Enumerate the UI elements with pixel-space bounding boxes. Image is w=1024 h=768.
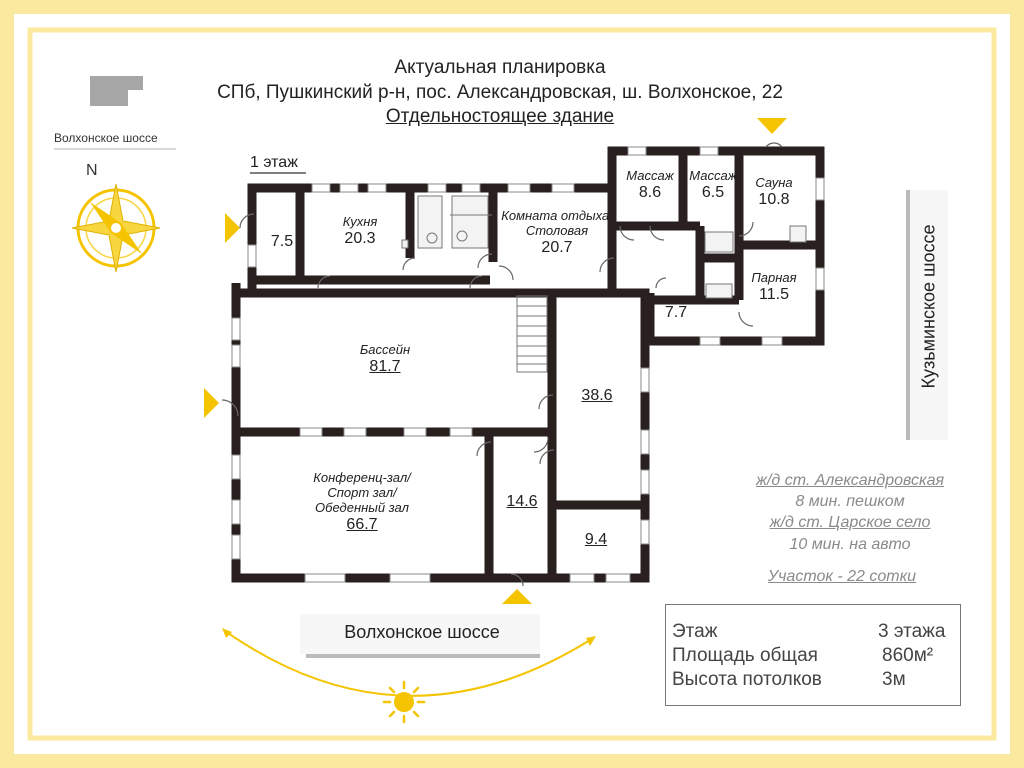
room-massage-1: Массаж 8.6 xyxy=(618,168,682,203)
room-kitchen: Кухня 20.3 xyxy=(320,214,400,249)
room-7-7: 7.7 xyxy=(656,303,696,323)
room-14-6: 14.6 xyxy=(497,492,547,512)
windows xyxy=(231,146,825,583)
entrance-arrow-west-top xyxy=(225,213,240,243)
spec-value: 860м² xyxy=(882,645,934,666)
sun-path-arrow-right xyxy=(586,636,596,646)
header-address: СПб, Пушкинский р-н, пос. Александровска… xyxy=(217,82,783,103)
station-1: ж/д ст. Александровская xyxy=(755,472,945,489)
road-band-bottom xyxy=(300,614,540,654)
legend-road-label: Волхонское шоссе xyxy=(54,131,158,145)
room-area: 8.6 xyxy=(638,184,662,201)
room-name: Конференц-зал/ Спорт зал/ Обеденный зал xyxy=(313,470,411,515)
room-name: Массаж xyxy=(626,168,674,183)
road-label-right: Кузьминское шоссе xyxy=(918,224,939,389)
header-title: Актуальная планировка xyxy=(394,57,606,78)
entrance-arrow-south xyxy=(502,589,532,604)
room-conference: Конференц-зал/ Спорт зал/ Обеденный зал … xyxy=(292,470,432,535)
spec-value: 3м xyxy=(882,669,906,690)
room-pool: Бассейн 81.7 xyxy=(330,342,440,377)
room-area: 9.4 xyxy=(584,531,608,548)
header-building-type: Отдельностоящее здание xyxy=(385,106,615,127)
room-7-5: 7.5 xyxy=(262,232,302,252)
sun-icon xyxy=(382,680,426,724)
room-area: 81.7 xyxy=(369,358,401,375)
building-legend-icon xyxy=(90,76,143,106)
specs-table: Этаж 3 этажа Площадь общая 860м² Высота … xyxy=(665,604,961,706)
doors xyxy=(221,142,783,587)
spec-label: Высота потолков xyxy=(672,669,822,690)
room-area: 7.7 xyxy=(664,304,688,321)
room-name: Массаж xyxy=(689,168,737,183)
compass-north-label: N xyxy=(86,162,98,179)
room-area: 20.3 xyxy=(344,230,376,247)
spec-value: 3 этажа xyxy=(878,621,946,642)
entrance-arrow-west-main xyxy=(204,388,219,418)
bathroom-fixtures xyxy=(401,195,807,299)
room-area: 6.5 xyxy=(701,184,725,201)
room-lounge: Комната отдыха/ Столовая 20.7 xyxy=(492,208,622,258)
room-name: Сауна xyxy=(755,175,793,190)
room-area: 20.7 xyxy=(541,239,573,256)
room-area: 7.5 xyxy=(270,233,294,250)
floor-label: 1 этаж xyxy=(250,154,298,171)
room-9-4: 9.4 xyxy=(574,530,618,550)
room-sauna: Сауна 10.8 xyxy=(744,175,804,210)
room-steam: Парная 11.5 xyxy=(742,270,806,305)
room-area: 66.7 xyxy=(346,516,378,533)
room-area: 38.6 xyxy=(581,387,613,404)
room-area: 11.5 xyxy=(759,286,789,303)
plot-size: Участок - 22 сотки xyxy=(767,568,917,585)
room-name: Бассейн xyxy=(359,342,411,357)
room-massage-2: Массаж 6.5 xyxy=(683,168,743,203)
compass-rose-icon xyxy=(71,183,161,273)
station-2: ж/д ст. Царское село xyxy=(769,514,931,531)
entrance-arrow-north xyxy=(757,118,787,134)
station-2-time: 10 мин. на авто xyxy=(789,536,911,553)
road-label-bottom: Волхонское шоссе xyxy=(344,622,500,642)
staircase xyxy=(516,295,548,373)
sun-path-arrow-left xyxy=(222,628,232,638)
room-area: 10.8 xyxy=(758,191,790,208)
spec-label: Площадь общая xyxy=(672,645,818,666)
room-name: Комната отдыха/ Столовая xyxy=(501,208,613,238)
inner-border xyxy=(27,27,997,741)
station-1-time: 8 мин. пешком xyxy=(795,493,905,510)
room-area: 14.6 xyxy=(506,493,538,510)
room-name: Кухня xyxy=(342,214,378,229)
room-38-6: 38.6 xyxy=(572,386,622,406)
road-band-right xyxy=(910,190,948,440)
room-name: Парная xyxy=(751,270,797,285)
spec-label: Этаж xyxy=(672,621,718,642)
